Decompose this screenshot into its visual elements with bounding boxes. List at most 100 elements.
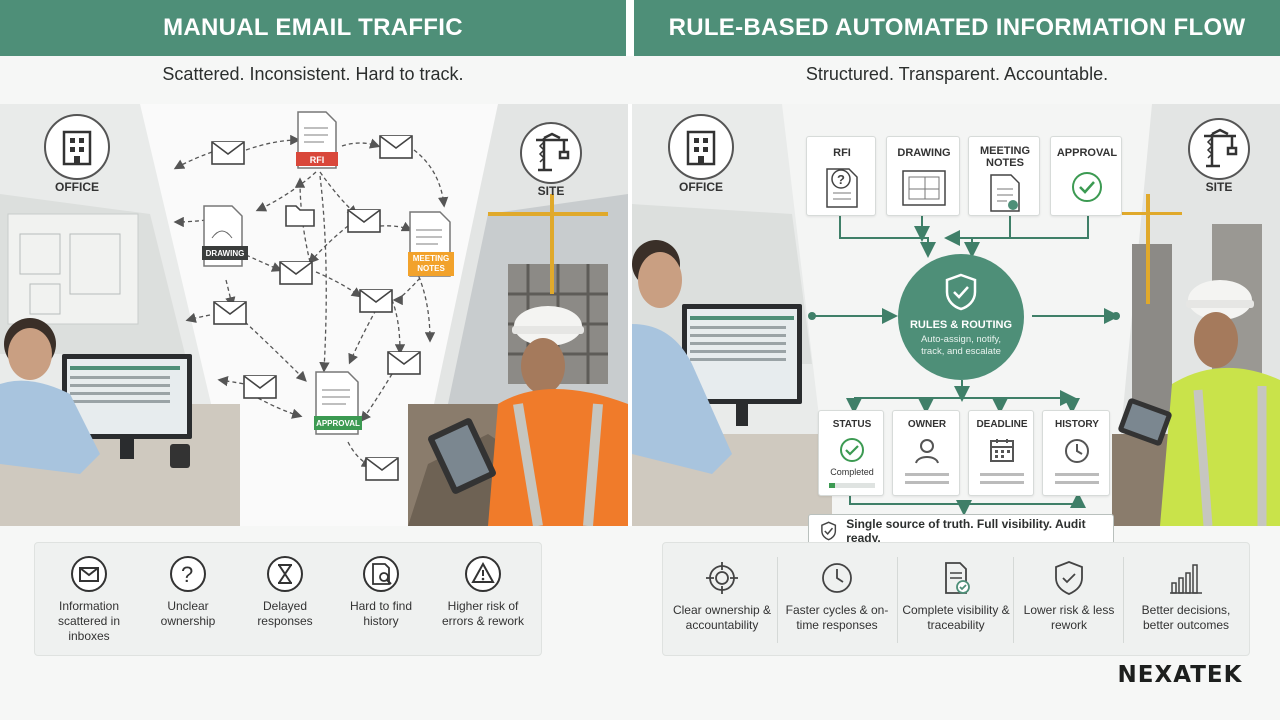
issue-item: Higher risk of errors & rework [433,543,533,657]
issue-text: Higher risk of errors & rework [441,599,524,628]
deadline-lines [980,473,1024,476]
issue-item: ? Unclear ownership [145,543,231,657]
owner-lines [905,473,949,476]
benefit-text: Faster cycles & on-time responses [785,603,889,632]
benefit-item: Lower risk & less rework [1017,543,1121,657]
check-circle-icon [1072,172,1102,202]
shield-check-icon [821,521,837,541]
benefit-separator [1013,557,1014,643]
svg-text:?: ? [837,172,845,187]
approval-doc-label: APPROVAL [316,419,360,428]
input-card-label: RFI [833,147,851,159]
left-issues-strip: Information scattered in inboxes ? Uncle… [34,542,542,656]
input-card-label: DRAWING [897,147,951,159]
right-site-scene [1112,104,1280,526]
banner-divider [626,0,634,56]
site-icon-circle [520,122,582,184]
envelope-icon [71,556,107,592]
blueprint-icon [902,170,946,206]
crane-icon [536,132,570,172]
benefit-item: Better decisions, better outcomes [1127,543,1245,657]
history-lines [1055,481,1099,484]
benefit-item: Complete visibility & traceability [901,543,1011,657]
building-icon [62,130,92,166]
output-card-label: HISTORY [1055,419,1099,430]
output-card-deadline[interactable]: DEADLINE [968,410,1034,496]
left-title-banner: MANUAL EMAIL TRAFFIC [0,0,626,56]
drawing-doc-label: DRAWING [205,249,245,258]
input-card-approval[interactable]: APPROVAL [1050,136,1122,216]
left-panel: OFFICE SITE [0,104,628,526]
left-office-label: OFFICE [55,180,99,194]
target-icon [706,562,738,594]
issue-item: Delayed responses [239,543,331,657]
output-card-history[interactable]: HISTORY [1042,410,1110,496]
shield-check-icon [1055,561,1083,595]
email-envelope-icon [243,375,277,399]
rfi-doc-label: RFI [309,155,325,165]
input-card-label: APPROVAL [1056,147,1118,159]
issue-item: Information scattered in inboxes [39,543,139,657]
flow-connectors [808,216,1120,516]
right-site-icon-circle [1188,118,1250,180]
issue-text: Information scattered in inboxes [57,599,121,643]
email-envelope-icon [379,135,413,159]
email-envelope-icon [279,261,313,285]
benefit-item: Clear ownership & accountability [669,543,775,657]
status-progress-fill [829,483,836,488]
input-card-drawing[interactable]: DRAWING [886,136,960,216]
panel-divider [628,104,632,526]
output-card-label: STATUS [832,419,872,430]
email-envelope-icon [213,301,247,325]
site-scene [408,104,628,526]
brand-logo: NEXATEK [1117,662,1243,688]
right-title: RULE-BASED AUTOMATED INFORMATION FLOW [668,14,1246,41]
email-chaos-network [173,111,454,481]
rfi-document [296,111,338,169]
crane-icon [1204,128,1238,168]
input-card-meeting-notes[interactable]: MEETING NOTES [968,136,1040,216]
svg-text:?: ? [181,562,193,587]
hub-title: RULES & ROUTING [909,319,1013,331]
office-scene [0,104,240,526]
input-card-rfi[interactable]: RFI ? [806,136,876,216]
rules-routing-hub[interactable]: RULES & ROUTING Auto-assign, notify, tra… [898,254,1024,380]
issue-text: Unclear ownership [160,599,216,628]
benefit-separator [777,557,778,643]
email-envelope-icon [347,209,381,233]
email-envelope-icon [359,289,393,313]
status-progress-bar [829,483,875,488]
benefit-separator [1123,557,1124,643]
right-site-label: SITE [1205,180,1233,194]
benefit-text: Complete visibility & traceability [902,603,1010,632]
right-office-scene [632,104,832,526]
right-office-label: OFFICE [679,180,723,194]
left-site-label: SITE [537,184,565,198]
output-card-label: DEADLINE [976,419,1028,430]
drawing-document [202,205,248,267]
issue-text: Hard to find history [349,599,413,628]
warning-icon [465,556,501,592]
rfi-question-icon: ? [826,168,858,208]
calendar-icon [990,439,1014,462]
right-panel: OFFICE SITE [632,104,1280,526]
meeting-notes-doc-label: MEETING NOTES [412,254,450,273]
notes-icon [990,174,1020,212]
right-title-banner: RULE-BASED AUTOMATED INFORMATION FLOW [634,0,1280,56]
right-benefits-strip: Clear ownership & accountability Faster … [662,542,1250,656]
benefit-item: Faster cycles & on-time responses [781,543,893,657]
output-card-owner[interactable]: OWNER [892,410,960,496]
approval-document [314,371,362,435]
output-card-status[interactable]: STATUS Completed [818,410,884,496]
bar-chart-icon [1170,564,1202,594]
history-clock-icon [1065,439,1089,463]
right-office-icon-circle [668,114,734,180]
shield-check-icon [945,273,977,311]
status-value: Completed [830,467,874,477]
issue-text: Delayed responses [257,599,313,628]
meeting-notes-document [408,211,454,277]
input-card-label: MEETING NOTES [979,145,1031,169]
building-icon [686,130,716,166]
hourglass-icon [267,556,303,592]
benefit-separator [897,557,898,643]
